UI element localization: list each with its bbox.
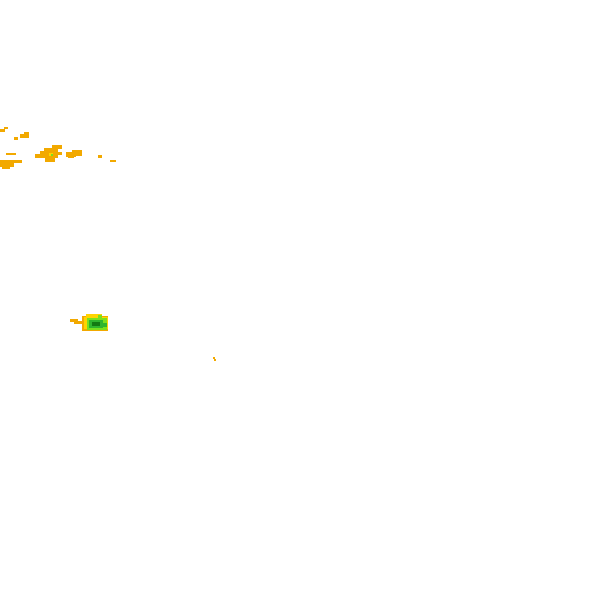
- precip-cell: [98, 315, 102, 318]
- precip-cell: [44, 148, 58, 152]
- precip-cell: [72, 150, 82, 156]
- precip-cell: [56, 152, 62, 155]
- precip-cell: [51, 154, 53, 156]
- precip-cell: [102, 323, 107, 327]
- precip-cell: [68, 156, 74, 158]
- precip-cell: [0, 129, 5, 132]
- precip-cell: [4, 127, 8, 129]
- precip-cell: [110, 160, 116, 162]
- precip-cell: [2, 166, 10, 169]
- precip-cell: [213, 357, 215, 359]
- precip-cell: [86, 314, 102, 318]
- precip-cell: [98, 155, 102, 158]
- precip-cell: [214, 359, 216, 361]
- precip-cluster-speck: [213, 357, 216, 361]
- precip-cell: [14, 137, 18, 140]
- precip-cell: [6, 153, 16, 155]
- precip-cell: [0, 163, 14, 167]
- precip-cell: [92, 322, 100, 326]
- precip-cell: [52, 145, 62, 149]
- precip-cell: [20, 134, 29, 138]
- precip-cell: [45, 158, 55, 162]
- precip-cell: [24, 132, 29, 135]
- precip-cell: [0, 160, 22, 163]
- precip-cell: [35, 154, 43, 158]
- precip-cluster-west-storm: [70, 314, 108, 331]
- precip-cell: [66, 152, 76, 157]
- precip-cell: [74, 321, 84, 324]
- precip-cell: [70, 319, 78, 322]
- precip-cluster-northwest: [0, 127, 116, 169]
